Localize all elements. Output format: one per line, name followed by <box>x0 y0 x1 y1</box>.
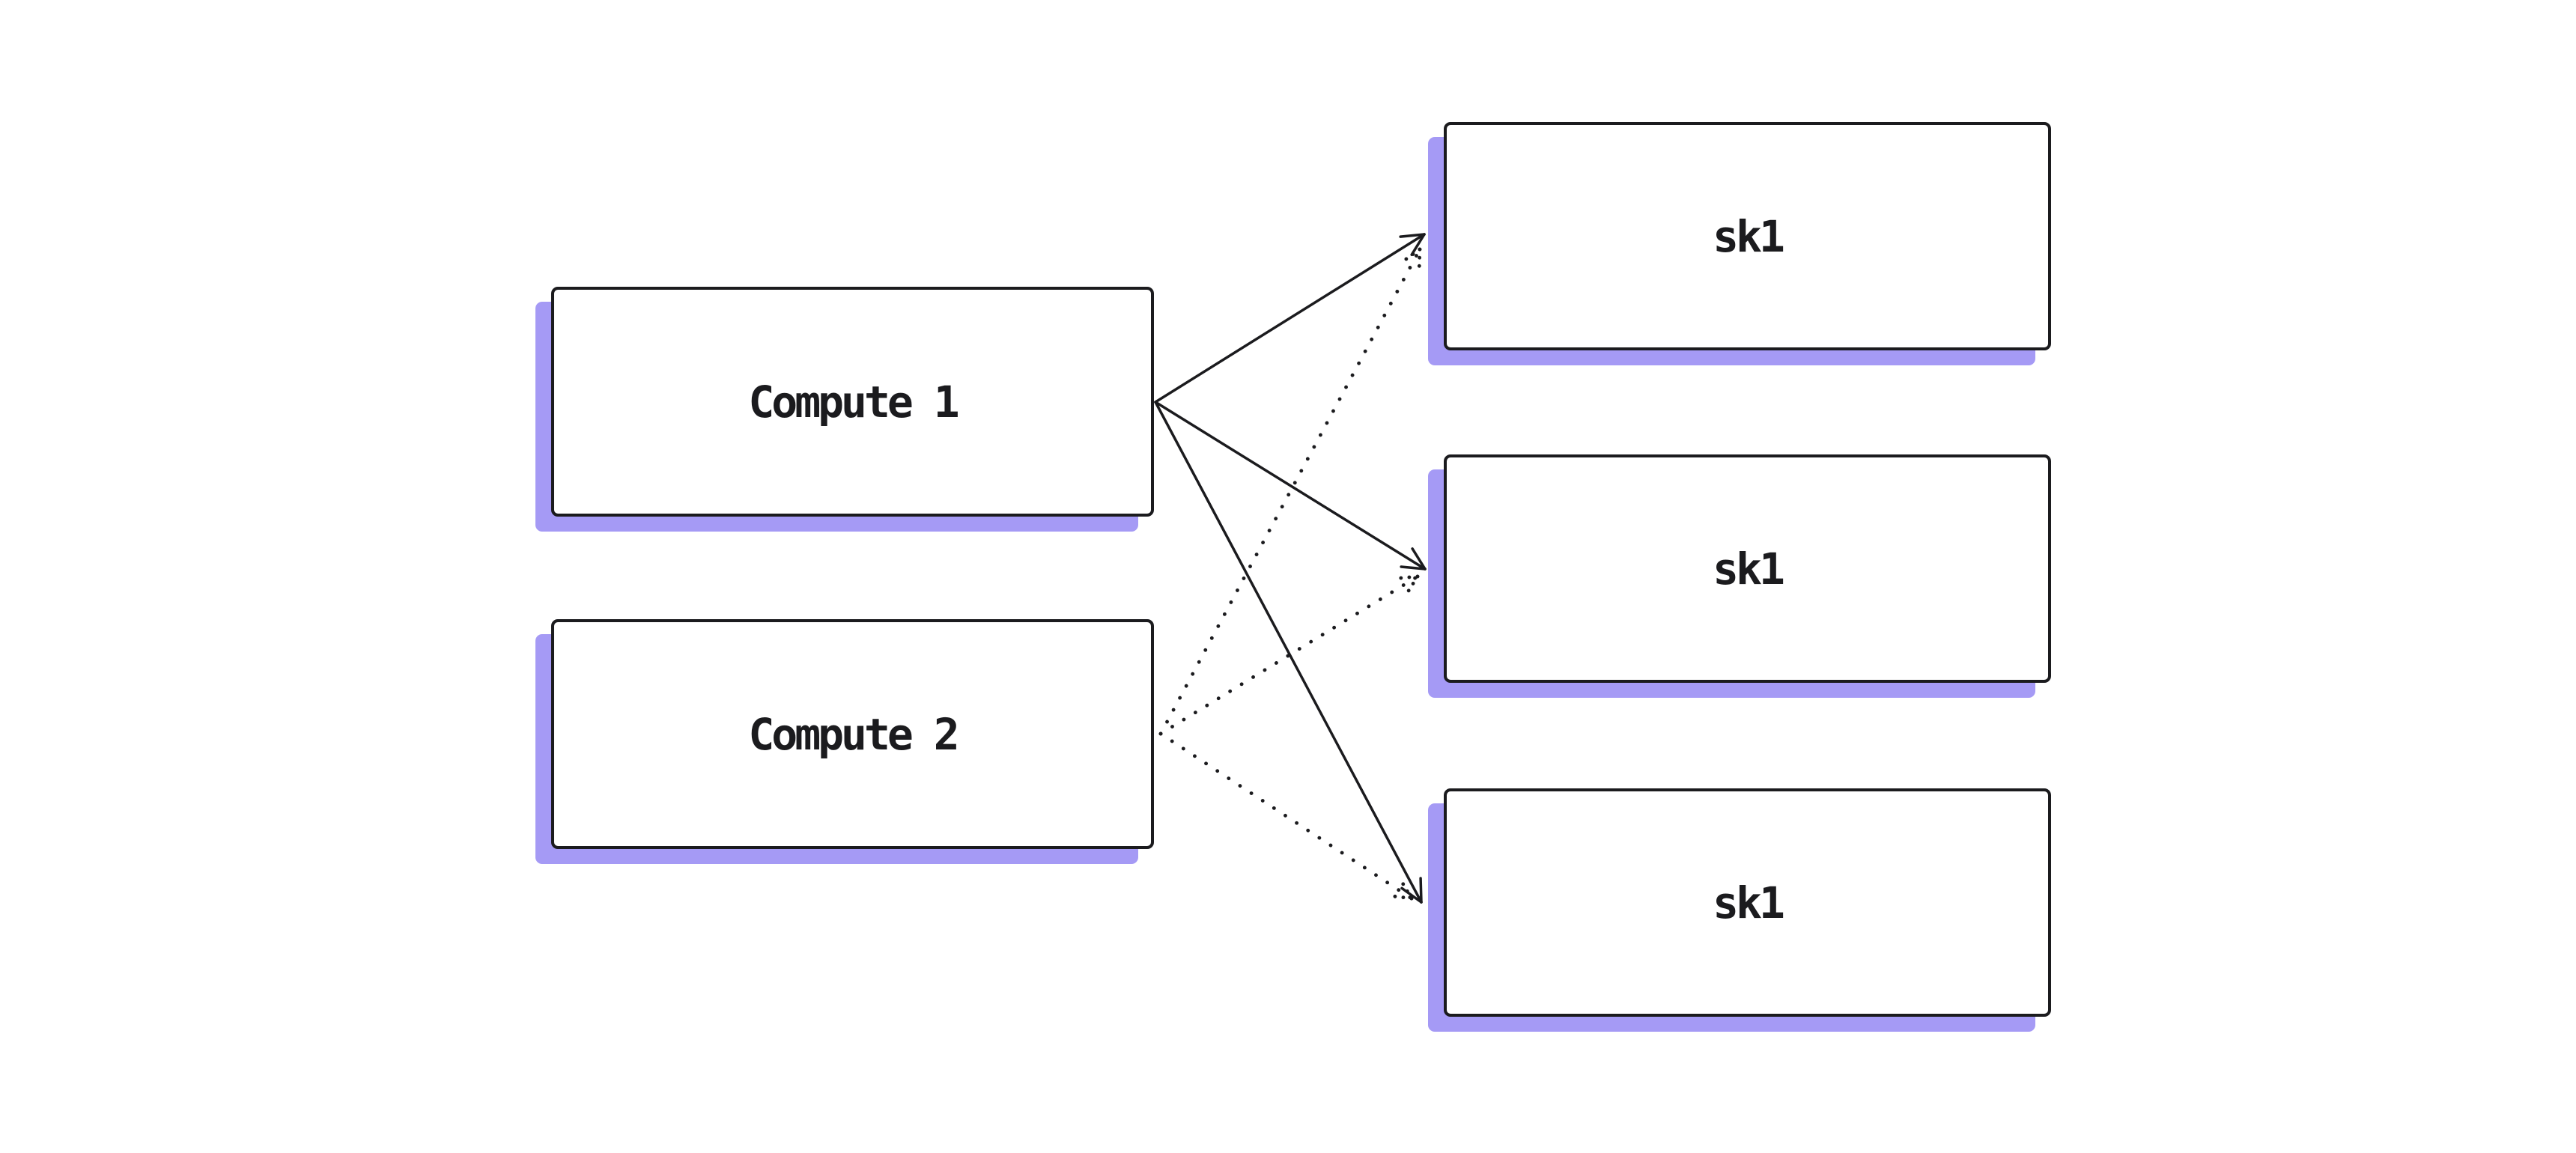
edge-compute-1-to-shard-1 <box>1154 233 1426 404</box>
edge-compute-2-to-shard-1 <box>1158 247 1422 736</box>
node-label: Compute 1 <box>748 376 959 428</box>
edge-compute-1-to-shard-3 <box>1154 401 1423 904</box>
node-compute-2: Compute 2 <box>551 619 1154 849</box>
node-label: sk1 <box>1713 210 1785 262</box>
edge-compute-2-to-shard-2 <box>1158 574 1420 736</box>
node-label: sk1 <box>1713 543 1785 594</box>
node-sk1-2: sk1 <box>1444 454 2051 683</box>
node-label: sk1 <box>1713 877 1785 928</box>
node-label: Compute 2 <box>748 708 959 760</box>
node-sk1-3: sk1 <box>1444 788 2051 1017</box>
edge-compute-2-to-shard-3 <box>1158 731 1414 901</box>
edge-compute-1-to-shard-2 <box>1154 401 1427 571</box>
node-compute-1: Compute 1 <box>551 287 1154 517</box>
node-sk1-1: sk1 <box>1444 122 2051 350</box>
